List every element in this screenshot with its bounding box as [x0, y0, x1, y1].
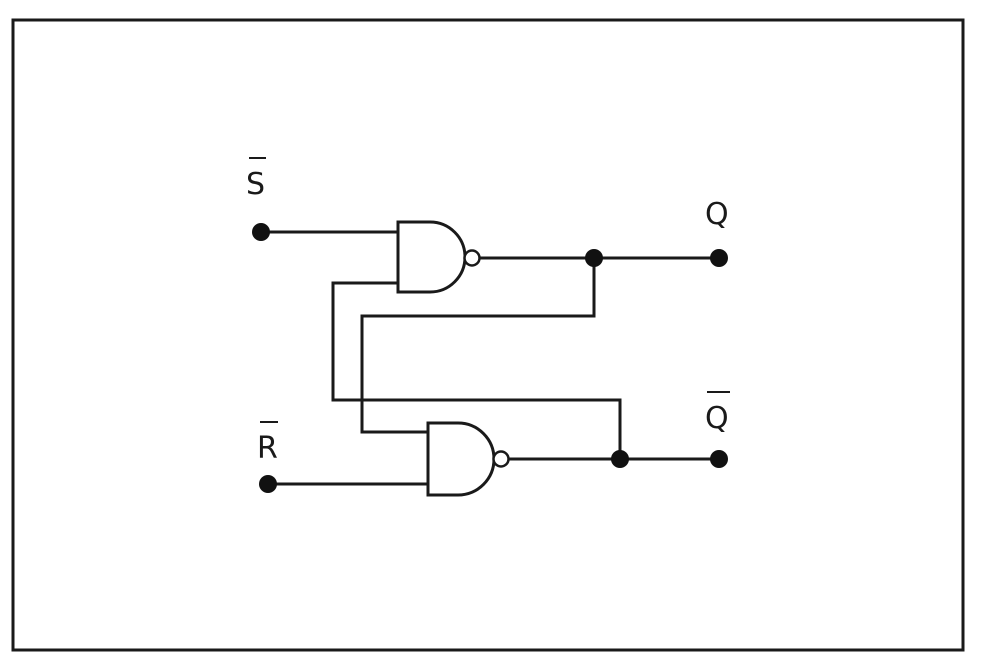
qbar-output-terminal — [710, 450, 728, 468]
diagram-frame — [11, 18, 965, 652]
r-bar-label: R — [257, 431, 278, 466]
s-input-terminal — [252, 223, 270, 241]
q-label: Q — [705, 197, 729, 232]
q-output-terminal — [710, 249, 728, 267]
r-input-terminal — [259, 475, 277, 493]
nand-gate-2 — [426, 421, 496, 497]
s-bar-label: S — [246, 167, 265, 202]
qbar-label: Q — [705, 401, 729, 436]
nand-gate-1-bubble — [463, 249, 481, 267]
wire-q-feedback — [360, 256, 596, 434]
nand-gate-1 — [396, 220, 467, 294]
nand-gate-2-bubble — [492, 450, 510, 468]
q-junction — [585, 249, 603, 267]
wire-qbar-feedback — [331, 281, 622, 461]
qbar-junction — [611, 450, 629, 468]
